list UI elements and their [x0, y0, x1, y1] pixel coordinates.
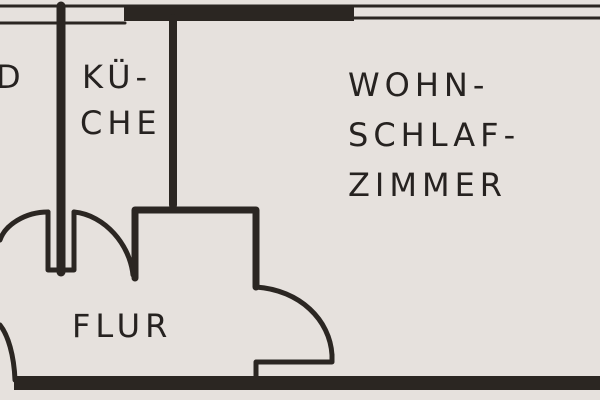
room-label-kueche-2: CHE — [80, 104, 162, 142]
bottom-outer-wall — [14, 376, 600, 390]
room-label-flur: FLUR — [72, 307, 173, 345]
door-kueche — [61, 209, 136, 278]
room-label-wohn-3: ZIMMER — [348, 166, 508, 204]
room-label-wohn-1: WOHN- — [348, 66, 490, 104]
flur-walls — [131, 206, 260, 291]
room-label-wohn-2: SCHLAF- — [348, 116, 521, 154]
room-label-bad: D — [0, 58, 26, 96]
door-left — [0, 322, 18, 383]
room-label-kueche-1: KÜ- — [82, 58, 153, 96]
door-wohn — [253, 284, 335, 381]
top-outer-wall — [0, 4, 600, 25]
door-bad — [0, 209, 61, 273]
